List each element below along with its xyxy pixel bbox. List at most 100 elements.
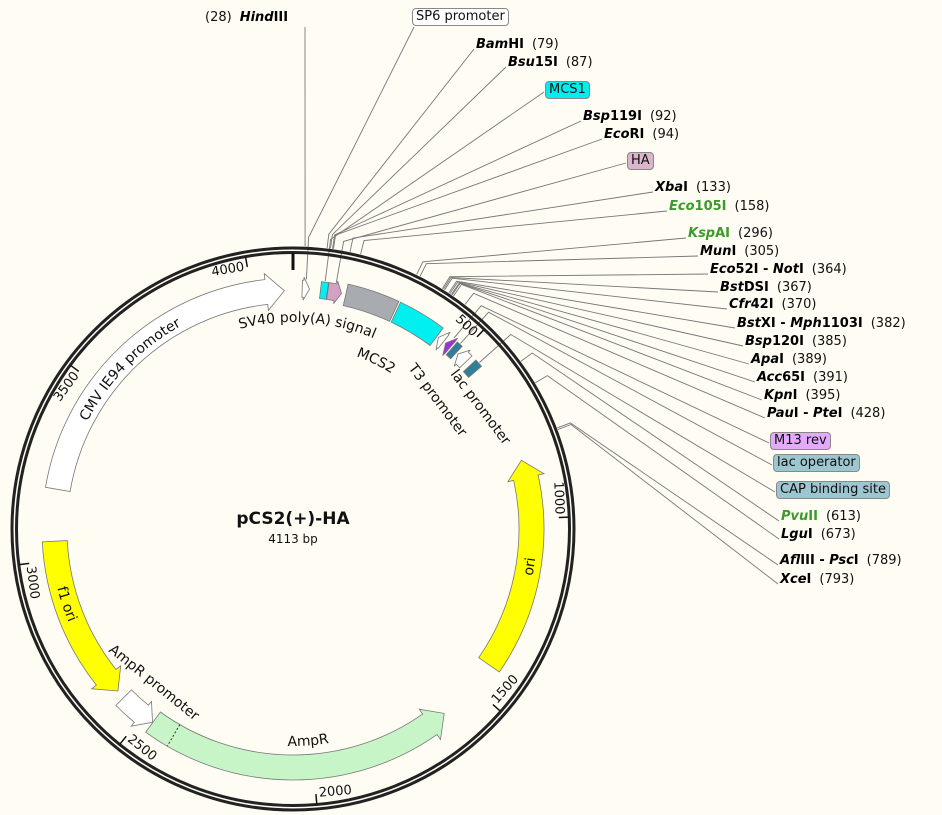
enzyme-site-label[interactable]: PauI - PteI(428) — [767, 405, 885, 423]
enzyme-name-roman: III — [273, 10, 289, 25]
leader-line — [333, 138, 603, 249]
enzyme-name-roman: I — [798, 262, 804, 277]
feature-sp6-promoter[interactable] — [301, 277, 310, 301]
enzyme-name-italic: Apa — [751, 352, 780, 367]
site-position: (92) — [649, 109, 677, 124]
enzyme-site-label[interactable]: Eco52I - NotI(364) — [710, 261, 847, 279]
feature-mcs2[interactable] — [390, 301, 444, 347]
feature-leader-line — [305, 26, 415, 280]
feature-label-box[interactable]: MCS1 — [545, 81, 590, 99]
tick-mark — [315, 793, 318, 805]
enzyme-site-label[interactable]: EcoRI (94) — [604, 126, 679, 144]
enzyme-site-label[interactable]: Bsp120I(385) — [745, 333, 847, 351]
site-position: (133) — [695, 180, 731, 195]
enzyme-site-label[interactable]: Cfr42I(370) — [729, 296, 817, 314]
enzyme-site-label[interactable]: LguI(673) — [781, 526, 856, 544]
enzyme-name: XceI — [780, 572, 811, 587]
site-position: (613) — [825, 509, 861, 524]
leader-line — [442, 273, 709, 289]
enzyme-site-label[interactable]: MunI(305) — [700, 243, 779, 261]
enzyme-name-italic: Bsp — [745, 334, 772, 349]
enzyme-site-label[interactable]: XbaI (133) — [655, 179, 731, 197]
enzyme-name-roman: II — [808, 509, 818, 524]
enzyme-site-label[interactable]: Eco105I(158) — [669, 198, 769, 216]
enzyme-name: PvuII — [781, 509, 818, 524]
enzyme-site-label[interactable]: Bsu15I(87) — [508, 54, 593, 72]
tick-mark — [492, 703, 501, 712]
feature-ha[interactable] — [326, 280, 342, 304]
enzyme-site-label[interactable]: ApaI(389) — [751, 351, 827, 369]
enzyme-name-italic: Bst — [737, 316, 761, 331]
feature-leader-line — [335, 162, 627, 283]
feature-lac-promoter[interactable] — [453, 349, 473, 369]
features — [41, 272, 546, 781]
enzyme-site-label[interactable]: BstXI - Mph1103I(382) — [737, 315, 906, 333]
leader-line — [419, 255, 699, 277]
enzyme-site-label[interactable]: (28)HindIII — [205, 9, 288, 27]
enzyme-name-italic: Afl — [780, 553, 801, 568]
feature-leader-line — [453, 305, 770, 444]
site-position: (94) — [652, 127, 680, 142]
enzyme-name-roman: I — [793, 406, 799, 421]
enzyme-name-roman: 65I — [782, 370, 806, 385]
enzyme-site-label[interactable]: BamHI(79) — [476, 36, 559, 54]
tick-mark — [19, 562, 30, 566]
feature-label-text: SV40 poly(A) signal — [237, 310, 379, 342]
enzyme-site-label[interactable]: AflIII - PscI(789) — [780, 552, 902, 570]
enzyme-site-label[interactable]: KspAI(296) — [688, 225, 773, 243]
enzyme-site-label[interactable]: BstDSI(367) — [720, 279, 812, 297]
leader-line — [448, 280, 736, 329]
enzyme-site-label[interactable]: PvuII (613) — [781, 508, 861, 526]
enzyme-name-italic: Ksp — [688, 226, 716, 241]
feature-label-box[interactable]: SP6 promoter — [412, 8, 509, 26]
feature-ampr-promoter[interactable] — [115, 689, 153, 727]
enzyme-name: BstXI - Mph1103I — [737, 316, 863, 331]
enzyme-name: BamHI — [476, 37, 524, 52]
site-position: (428) — [850, 406, 886, 421]
name-separator: - — [758, 262, 773, 277]
feature-cmv-ie94-promoter[interactable] — [45, 272, 285, 492]
enzyme-name-italic: Bam — [476, 37, 509, 52]
enzyme-name-roman: RI — [629, 127, 645, 142]
leader-line — [332, 120, 582, 249]
feature-label-text: AmpR — [287, 731, 330, 750]
feature-label-box[interactable]: M13 rev — [770, 432, 831, 450]
site-position: (395) — [805, 388, 841, 403]
name-separator: - — [798, 406, 814, 421]
leader-line — [416, 237, 687, 275]
feature-leader-line — [460, 311, 773, 466]
plasmid-name: pCS2(+)-HA — [236, 509, 350, 529]
feature-sv40-poly-a-signal[interactable] — [342, 283, 400, 322]
feature-label-box[interactable]: lac operator — [773, 454, 860, 472]
enzyme-site-label[interactable]: KpnI(395) — [764, 387, 840, 405]
enzyme-name: PauI - PteI — [767, 406, 842, 421]
enzyme-name: XbaI — [655, 180, 688, 195]
feature-t3-promoter[interactable] — [435, 331, 451, 351]
tick-mark — [244, 256, 249, 268]
leader-line — [451, 282, 756, 383]
enzyme-site-label[interactable]: Acc65I(391) — [757, 369, 848, 387]
feature-cap-binding-site[interactable] — [462, 359, 483, 378]
enzyme-name-roman: 1103I — [821, 316, 863, 331]
feature-ori[interactable] — [478, 459, 546, 673]
enzyme-name-italic: Eco — [604, 127, 630, 142]
enzyme-name-italic: Lgu — [781, 527, 808, 542]
feature-label-box[interactable]: HA — [627, 152, 654, 170]
feature-m13-rev[interactable] — [442, 337, 459, 356]
leader-lines — [304, 26, 780, 585]
site-position: (673) — [820, 527, 856, 542]
tick-mark — [70, 364, 80, 372]
feature-f1-ori[interactable] — [41, 540, 122, 692]
enzyme-site-label[interactable]: XceI(793) — [780, 571, 854, 589]
feature-ampr[interactable] — [145, 708, 445, 781]
feature-label-box[interactable]: CAP binding site — [776, 481, 891, 499]
leader-line — [464, 292, 766, 419]
enzyme-site-label[interactable]: Bsp119I(92) — [583, 108, 677, 126]
enzyme-name-roman: I — [731, 244, 737, 259]
enzyme-name-italic: Eco — [669, 199, 695, 214]
tick-label: 1000 — [550, 481, 566, 515]
enzyme-name-italic: Pte — [813, 406, 838, 421]
backbone-outer-strand — [10, 246, 576, 812]
enzyme-name-roman: 42I — [750, 297, 774, 312]
feature-lac-operator[interactable] — [445, 341, 463, 360]
